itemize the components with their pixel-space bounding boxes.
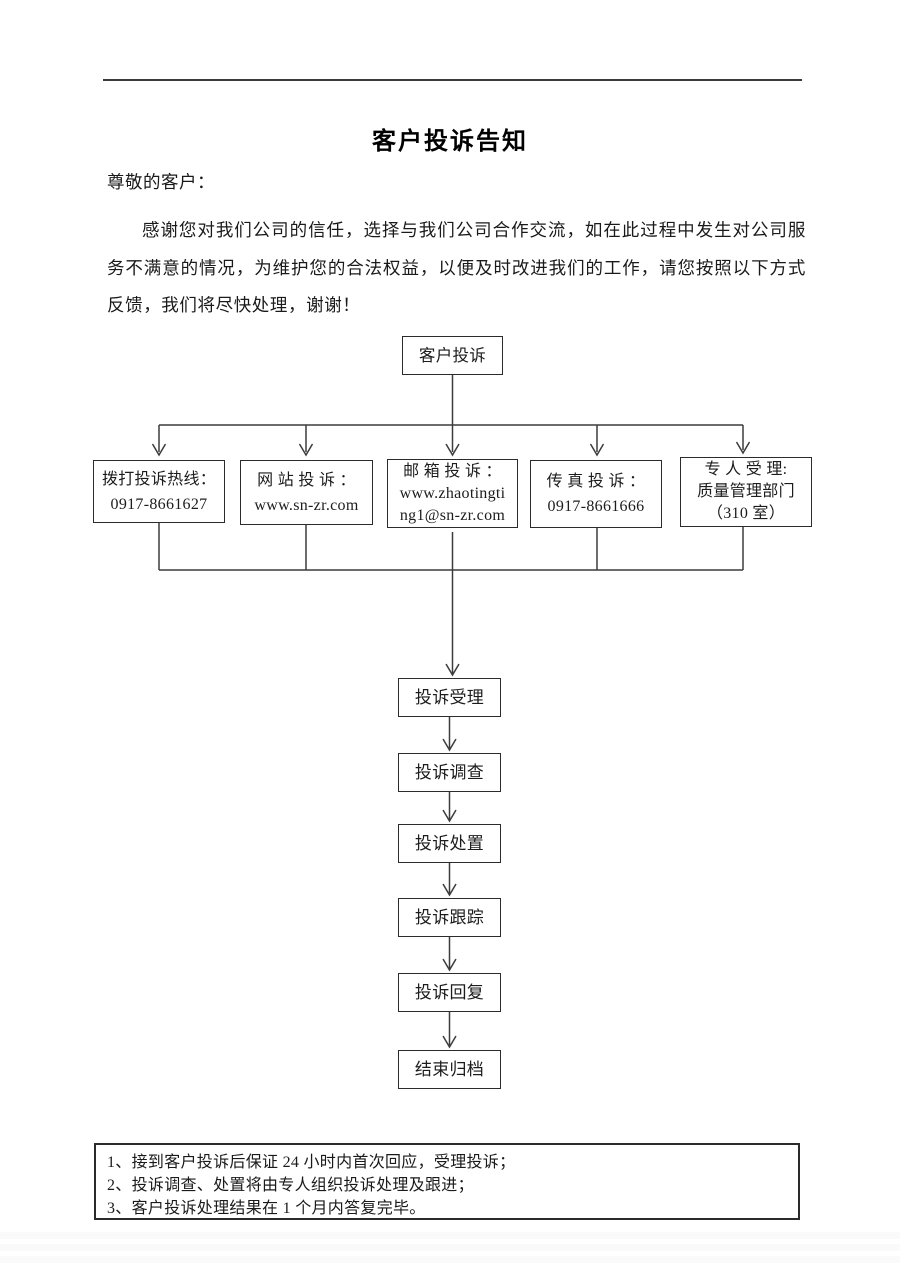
flow-node-line: 专 人 受 理: (704, 461, 788, 478)
flow-node-label: 投诉受理 (414, 688, 485, 707)
flow-node-complaint-tracking: 投诉跟踪 (398, 898, 501, 937)
flow-node-line: 网 站 投 诉 ： (257, 471, 356, 489)
note-item: 2、投诉调查、处置将由专人组织投诉处理及跟进； (107, 1177, 474, 1194)
intro-paragraph: 感谢您对我们公司的信任，选择与我们公司合作交流，如在此过程中发生对公司服务不满意… (107, 220, 806, 315)
greeting-line: 尊敬的客户： (107, 172, 215, 192)
flow-node-customer-complaint: 客户投诉 (402, 336, 503, 375)
footer-notes-box: 1、接到客户投诉后保证 24 小时内首次回应，受理投诉； 2、投诉调查、处置将由… (94, 1143, 800, 1220)
flow-node-label: 客户投诉 (418, 346, 487, 365)
page-bleed-through-artifact (0, 1232, 900, 1266)
note-item: 3、客户投诉处理结果在 1 个月内答复完毕。 (107, 1200, 426, 1217)
flow-node-line: （310 室） (706, 505, 786, 522)
flow-node-hotline: 拨打投诉热线： 0917-8661627 (93, 460, 225, 523)
flow-node-line: 质量管理部门 (697, 483, 795, 500)
flow-node-website: 网 站 投 诉 ： www.sn-zr.com (240, 460, 373, 525)
flow-node-complaint-acceptance: 投诉受理 (398, 678, 501, 717)
flow-node-complaint-reply: 投诉回复 (398, 973, 501, 1012)
flow-node-email: 邮 箱 投 诉 ： www.zhaotingti ng1@sn-zr.com (387, 459, 518, 528)
header-rule (103, 79, 802, 81)
flow-node-line: 0917-8661627 (110, 495, 208, 513)
flow-node-label: 结束归档 (414, 1060, 485, 1079)
flow-node-line: 0917-8661666 (547, 498, 645, 515)
flow-node-label: 投诉回复 (414, 983, 485, 1002)
arrowheads (152, 441, 750, 1049)
flow-node-label: 投诉调查 (414, 763, 485, 782)
flow-node-complaint-investigation: 投诉调查 (398, 753, 501, 792)
flow-node-line: www.zhaotingti (399, 484, 506, 502)
flow-node-line: 传 真 投 诉 ： (546, 473, 646, 490)
flow-node-line: www.sn-zr.com (254, 496, 359, 514)
flow-node-label: 投诉处置 (414, 834, 485, 853)
page-title: 客户投诉告知 (372, 128, 528, 155)
flow-node-fax: 传 真 投 诉 ： 0917-8661666 (530, 460, 662, 528)
note-item: 1、接到客户投诉后保证 24 小时内首次回应，受理投诉； (107, 1154, 516, 1171)
flow-node-label: 投诉跟踪 (414, 908, 485, 927)
flow-node-dedicated-staff: 专 人 受 理: 质量管理部门 （310 室） (680, 457, 812, 527)
flow-node-line: 邮 箱 投 诉 ： (403, 462, 502, 480)
flow-node-line: 拨打投诉热线： (101, 470, 217, 488)
flow-node-complaint-handling: 投诉处置 (398, 824, 501, 863)
flow-node-archive: 结束归档 (398, 1050, 501, 1089)
flow-node-line: ng1@sn-zr.com (399, 506, 506, 524)
